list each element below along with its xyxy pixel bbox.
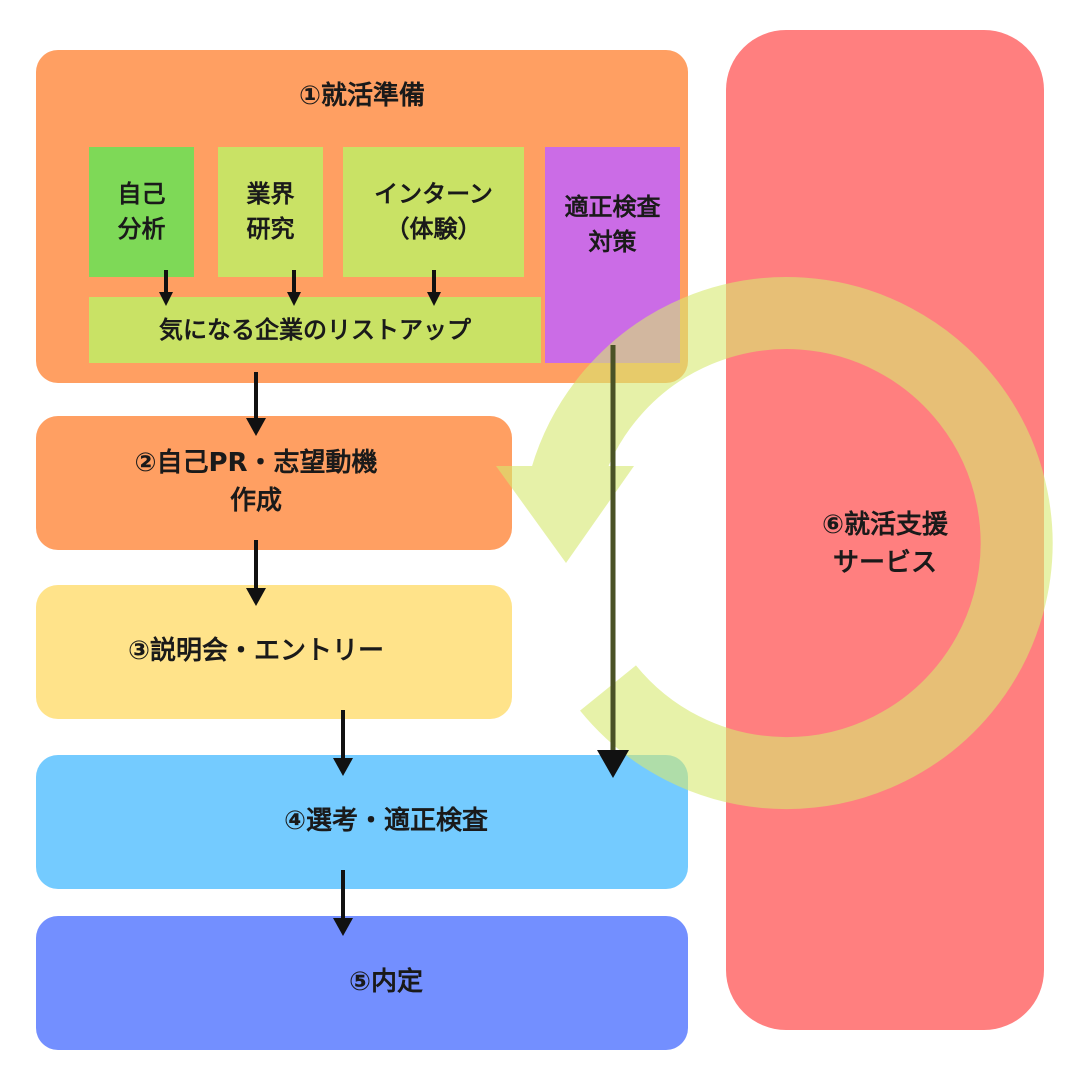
company-list-box <box>89 297 541 363</box>
cycle-arrow-head <box>496 466 634 563</box>
self-analysis-label: 自己 分析 <box>117 180 166 243</box>
arrow-step4-to-step5 <box>333 870 353 936</box>
arrow-step1-to-step2 <box>246 372 266 436</box>
internship-label: インターン （体験） <box>374 180 493 243</box>
arrow-internship-to-list <box>427 270 441 306</box>
arrow-aptitude-prep-to-selection <box>597 345 629 778</box>
step-3-title: ③説明会・エントリー <box>127 636 384 667</box>
internship-box <box>343 147 524 277</box>
step-2-pr-box <box>36 416 512 550</box>
step-1-title: ①就活準備 <box>298 81 425 112</box>
step-3-entry-box <box>36 585 512 719</box>
step-5-title: ⑤内定 <box>348 967 423 998</box>
step-5-offer-box <box>36 916 688 1050</box>
cycle-arrow-ring <box>531 277 1053 810</box>
arrow-industry-research-to-list <box>287 270 301 306</box>
step-4-title: ④選考・適正検査 <box>283 806 488 837</box>
aptitude-prep-label: 適正検査 対策 <box>564 193 661 256</box>
step-4-selection-box <box>36 755 688 889</box>
arrow-step3-to-step4 <box>333 710 353 776</box>
industry-research-label: 業界 研究 <box>246 180 295 243</box>
step-6-title: ⑥就活支援 サービス <box>821 510 948 578</box>
company-list-label: 気になる企業のリストアップ <box>159 315 471 344</box>
arrow-step2-to-step3 <box>246 540 266 606</box>
industry-research-box <box>218 147 323 277</box>
self-analysis-box <box>89 147 194 277</box>
arrow-self-analysis-to-list <box>159 270 173 306</box>
step-2-title: ②自己PR・志望動機 作成 <box>134 448 378 516</box>
